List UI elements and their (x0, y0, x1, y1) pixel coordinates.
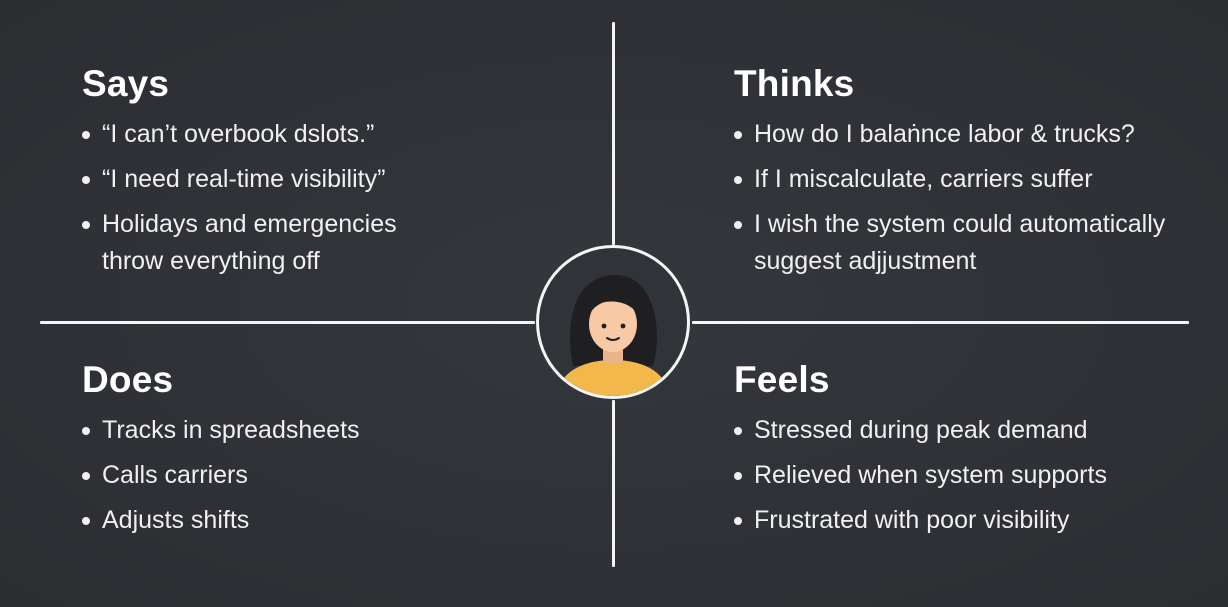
bullet-dot (734, 221, 742, 229)
avatar-face (589, 296, 637, 352)
avatar-illustration (557, 275, 669, 396)
says-list: “I can’t overbook dslots.” “I need real-… (82, 116, 552, 280)
avatar-eye-left (601, 323, 607, 329)
vertical-divider-top (612, 22, 615, 245)
bullet-dot (82, 427, 90, 435)
list-item-text: How do I balaṅnce labor & trucks? (754, 120, 1135, 148)
quadrant-title-says: Says (82, 63, 170, 104)
list-item-text: “I can’t overbook dslots.” (102, 120, 375, 148)
list-item: “I can’t overbook dslots.” (82, 116, 552, 153)
quadrant-says: Says “I can’t overbook dslots.” “I need … (82, 62, 552, 288)
avatar-eye-right (620, 323, 626, 329)
avatar-mouth (606, 337, 620, 341)
list-item: “I need real-time visibility” (82, 161, 552, 198)
bullet-dot (82, 472, 90, 480)
bullet-dot (734, 472, 742, 480)
list-item: How do I balaṅnce labor & trucks? (734, 116, 1224, 153)
list-item: Tracks in spreadsheets (82, 412, 552, 449)
list-item-text: “I need real-time visibility” (102, 165, 386, 193)
bullet-dot (82, 176, 90, 184)
list-item: Holidays and emergencies throw everythin… (82, 206, 462, 280)
vertical-divider-bottom (612, 400, 615, 567)
list-item-text: Holidays and emergencies throw everythin… (102, 210, 397, 275)
list-item: If I miscalculate, carriers suffer (734, 161, 1224, 198)
list-item: Stressed during peak demand (734, 412, 1224, 449)
list-item: Frustrated with poor visibility (734, 502, 1224, 539)
list-item: Relieved when system supports (734, 457, 1224, 494)
does-list: Tracks in spreadsheets Calls carriers Ad… (82, 412, 552, 539)
horizontal-divider-right (692, 321, 1189, 324)
list-item-text: Calls carriers (102, 461, 248, 489)
list-item-text: Adjusts shifts (102, 506, 250, 534)
quadrant-title-does: Does (82, 359, 174, 400)
bullet-dot (82, 517, 90, 525)
bullet-dot (734, 427, 742, 435)
quadrant-does: Does Tracks in spreadsheets Calls carrie… (82, 358, 552, 547)
quadrant-title-feels: Feels (734, 359, 830, 400)
bullet-dot (82, 221, 90, 229)
bullet-dot (734, 176, 742, 184)
list-item-text: Stressed during peak demand (754, 416, 1088, 444)
thinks-list: How do I balaṅnce labor & trucks? If I m… (734, 116, 1224, 280)
quadrant-thinks: Thinks How do I balaṅnce labor & trucks?… (734, 62, 1224, 288)
list-item-text: If I miscalculate, carriers suffer (754, 165, 1093, 193)
avatar-shirt (557, 360, 669, 396)
bullet-dot (734, 131, 742, 139)
quadrant-feels: Feels Stressed during peak demand Reliev… (734, 358, 1224, 547)
list-item-text: Relieved when system supports (754, 461, 1107, 489)
horizontal-divider-left (40, 321, 535, 324)
list-item-text: Frustrated with poor visibility (754, 506, 1070, 534)
person-avatar-icon (536, 245, 690, 399)
bullet-dot (734, 517, 742, 525)
list-item: Adjusts shifts (82, 502, 552, 539)
list-item: I wish the system could automatically su… (734, 206, 1214, 280)
avatar-bangs (587, 286, 641, 318)
list-item-text: Tracks in spreadsheets (102, 416, 360, 444)
list-item-text: I wish the system could automatically su… (754, 210, 1166, 275)
bullet-dot (82, 131, 90, 139)
feels-list: Stressed during peak demand Relieved whe… (734, 412, 1224, 539)
quadrant-title-thinks: Thinks (734, 63, 855, 104)
list-item: Calls carriers (82, 457, 552, 494)
